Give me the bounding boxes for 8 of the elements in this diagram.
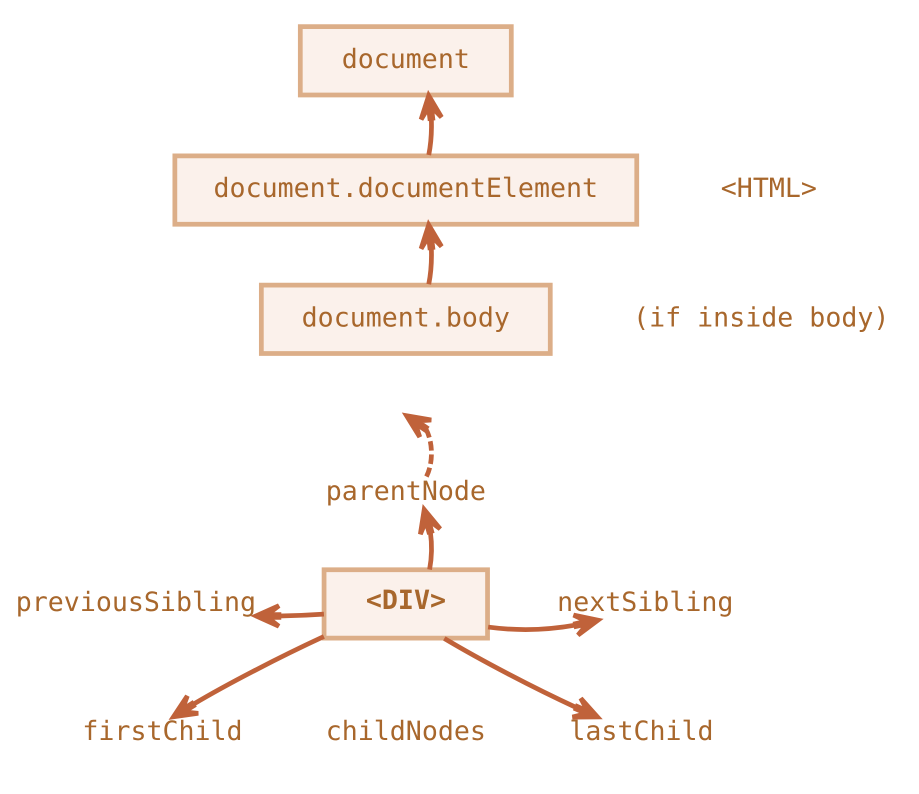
node-text: firstChild xyxy=(82,716,243,748)
node-text: lastChild xyxy=(569,716,714,748)
label: childNodes xyxy=(326,716,486,748)
node-label: (if inside body) xyxy=(633,302,890,334)
node-text: previousSibling xyxy=(16,586,256,618)
node-text: parentNode xyxy=(326,476,486,507)
node-label: <HTML> xyxy=(720,173,817,204)
node-text: nextSibling xyxy=(557,586,734,618)
